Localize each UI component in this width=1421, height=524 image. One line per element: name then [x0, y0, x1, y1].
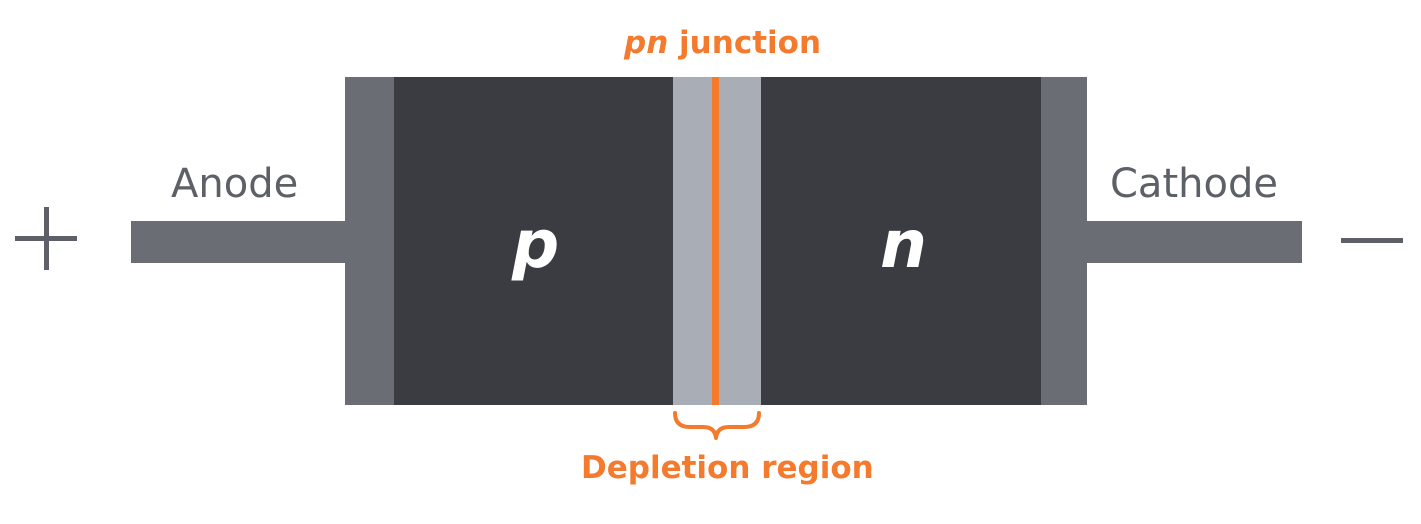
- cathode-terminal-cap: [1040, 77, 1087, 405]
- pn-junction-line: [712, 77, 719, 405]
- cathode-label: Cathode: [1110, 161, 1278, 207]
- p-region: [394, 77, 674, 405]
- plus-sign-icon: [15, 207, 77, 270]
- pn-italic-text: pn: [624, 25, 669, 61]
- depletion-brace-icon: [673, 411, 761, 440]
- p-region-label: p: [512, 206, 560, 283]
- pn-junction-label: pn junction: [624, 28, 821, 59]
- n-region-label: n: [880, 206, 927, 283]
- cathode-lead: [1084, 221, 1302, 263]
- anode-terminal-cap: [345, 77, 395, 405]
- junction-text: junction: [668, 25, 822, 61]
- n-region: [760, 77, 1041, 405]
- anode-label: Anode: [171, 161, 299, 207]
- depletion-region-label: Depletion region: [581, 450, 874, 486]
- anode-lead: [131, 221, 347, 263]
- minus-sign-icon: [1341, 238, 1403, 243]
